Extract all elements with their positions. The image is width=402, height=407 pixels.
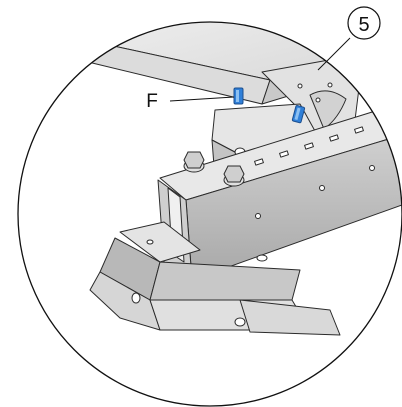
callout-5-label: 5 [358,14,369,36]
callout-f-label: F [146,91,158,112]
bolt-left [183,151,205,173]
callout-f: F [146,91,235,112]
base-foot [89,221,341,336]
callout-5-circle [347,6,381,40]
detail-circle-outline [17,21,402,407]
callout-5: 5 [317,6,381,71]
callout-5-leader [317,37,351,71]
callout-f-leader [169,96,235,102]
bolt-right [223,165,245,187]
clip-f-left [233,87,244,105]
clip-f-right [291,105,306,124]
